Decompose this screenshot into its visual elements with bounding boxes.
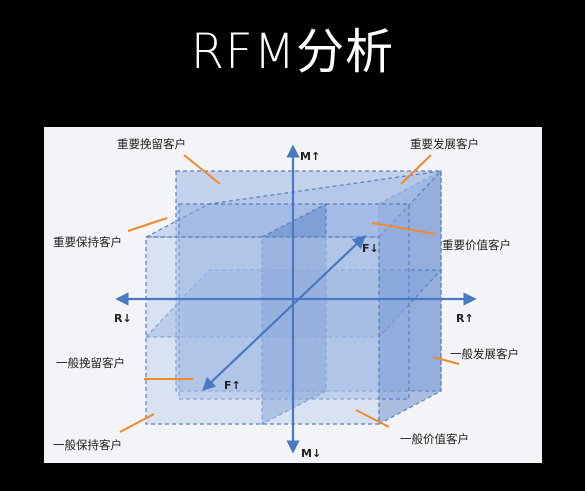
leader-important-value: [371, 222, 437, 235]
leader-important-retain: [183, 154, 221, 185]
r-up-label: R↑: [456, 312, 474, 325]
leader-important-develop: [400, 154, 432, 185]
segment-important-develop: 重要发展客户: [410, 137, 479, 151]
leader-general-value: [355, 409, 390, 428]
f-up-label: F↑: [224, 379, 241, 392]
r-down-label: R↓: [114, 312, 132, 325]
page-title: RFM分析: [190, 24, 395, 80]
segment-important-keep: 重要保持客户: [53, 235, 122, 249]
rfm-cube-diagram: M↑ M↓ R↓ R↑ F↓ F↑ 重要挽留客户 重要发展客户 重要保持客户 重…: [53, 137, 519, 460]
leader-important-keep: [127, 217, 168, 232]
segment-general-keep: 一般保持客户: [53, 438, 122, 452]
leader-general-keep: [119, 413, 155, 433]
segment-general-value: 一般价值客户: [400, 432, 469, 446]
segment-important-value: 重要价值客户: [442, 238, 511, 252]
front-cube: [145, 236, 380, 425]
f-axis: [202, 235, 366, 391]
segment-general-develop: 一般发展客户: [450, 347, 519, 361]
leader-lines: [119, 154, 460, 433]
f-down-label: F↓: [362, 242, 379, 255]
rfm-diagram-panel: M↑ M↓ R↓ R↑ F↓ F↑ 重要挽留客户 重要发展客户 重要保持客户 重…: [44, 127, 542, 463]
segment-important-retain: 重要挽留客户: [117, 137, 186, 151]
m-down-label: M↓: [301, 447, 321, 460]
m-up-label: M↑: [300, 150, 320, 163]
leader-general-develop: [432, 356, 460, 365]
segment-general-retain: 一般挽留客户: [56, 356, 125, 370]
